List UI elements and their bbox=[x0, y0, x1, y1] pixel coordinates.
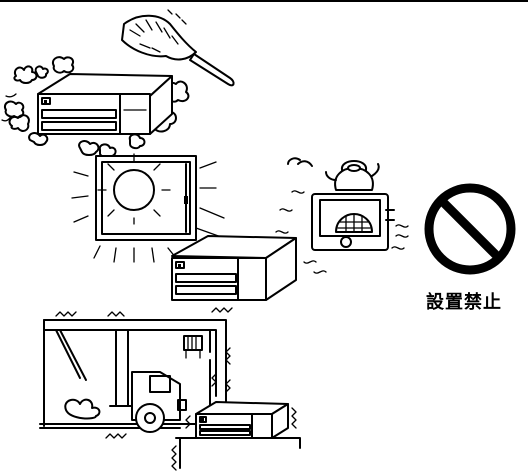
scene-dusty-location bbox=[2, 10, 234, 158]
receiver-unit-icon bbox=[172, 236, 296, 300]
scene-direct-sunlight-and-heat bbox=[72, 154, 408, 300]
prohibition-caption: 設置禁止 bbox=[426, 288, 528, 314]
truck-garage-icon bbox=[40, 308, 300, 470]
receiver-unit-icon bbox=[186, 402, 296, 438]
feather-duster-icon bbox=[122, 10, 234, 85]
scene-unstable-vibrating-location bbox=[40, 308, 300, 470]
no-entry-icon bbox=[429, 188, 511, 270]
receiver-unit-icon bbox=[38, 74, 172, 134]
